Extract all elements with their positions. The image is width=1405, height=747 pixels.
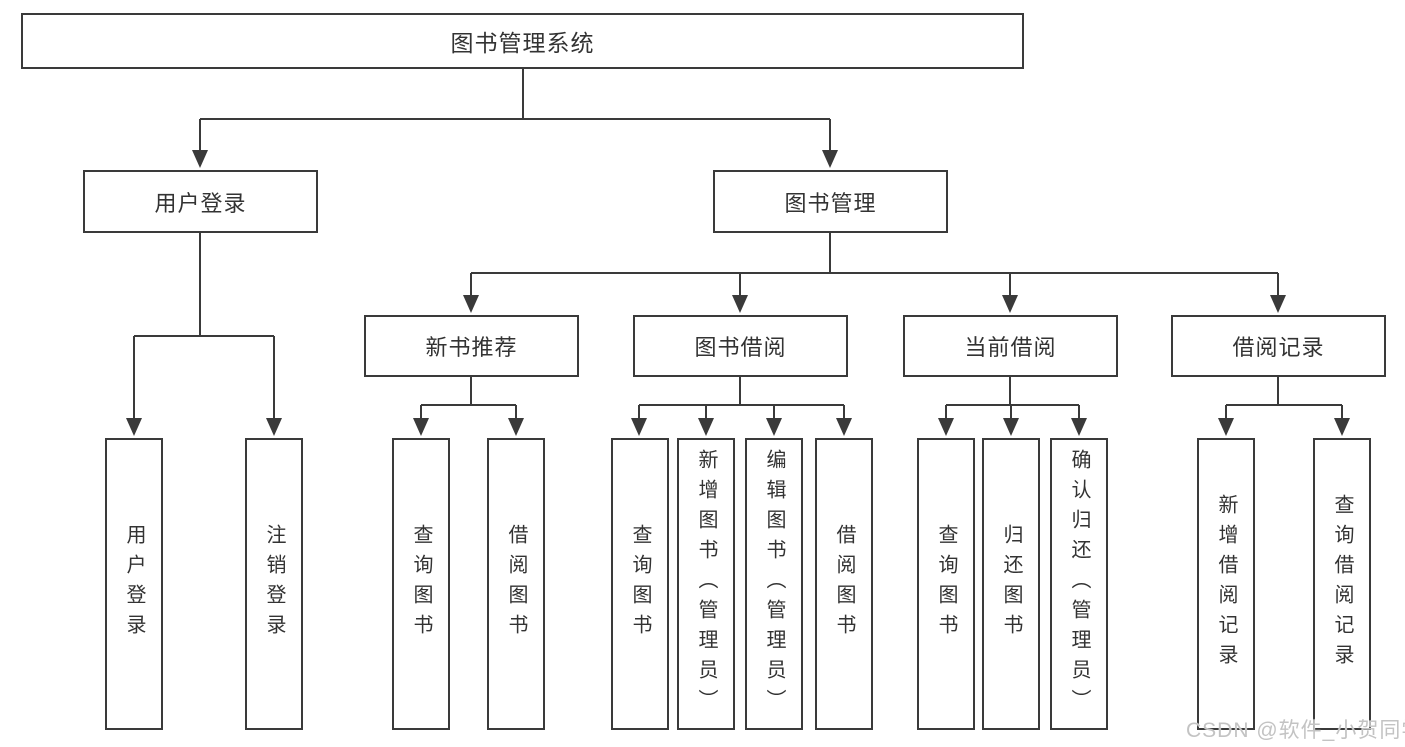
connector-root-to-level2 [199,69,831,150]
leaf-node-label: 归还图书 [1000,524,1022,644]
leaf-node-confirm-return-admin: 确认归还（管理员） [1050,438,1108,730]
level2-node-label: 用户登录 [154,190,247,216]
level3-node-label: 图书借阅 [694,335,787,360]
leaf-node-label: 新增借阅记录 [1215,494,1237,674]
leaf-node-label: 新增图书（管理员） [695,449,717,719]
leaf-node-add-borrow-record: 新增借阅记录 [1197,438,1255,730]
connector-current-borrow-to-leaves [945,377,1080,418]
connector-user-login-to-leaves [133,233,275,418]
level2-node-user-login: 用户登录 [83,170,318,233]
leaf-node-label: 用户登录 [123,524,145,644]
leaf-node-label: 查询图书 [935,524,957,644]
leaf-node-add-books-admin: 新增图书（管理员） [677,438,735,730]
leaf-node-label: 编辑图书（管理员） [763,449,785,719]
level2-node-label: 图书管理 [784,190,877,216]
level3-node-borrow-records: 借阅记录 [1171,315,1386,377]
leaf-node-return-books: 归还图书 [982,438,1040,730]
leaf-node-label: 查询图书 [410,524,432,644]
leaf-node-query-books-current: 查询图书 [917,438,975,730]
level3-node-book-borrow: 图书借阅 [633,315,848,377]
leaf-node-label: 查询借阅记录 [1331,494,1353,674]
leaf-node-label: 借阅图书 [833,524,855,644]
leaf-node-query-books-recommend: 查询图书 [392,438,450,730]
leaf-node-borrow-books-recommend: 借阅图书 [487,438,545,730]
root-node-label: 图书管理系统 [450,30,595,56]
level3-node-current-borrow: 当前借阅 [903,315,1118,377]
leaf-node-user-login: 用户登录 [105,438,163,730]
leaf-node-logout: 注销登录 [245,438,303,730]
csdn-watermark: CSDN @软件_小贺同学 [1186,719,1405,742]
leaf-node-edit-books-admin: 编辑图书（管理员） [745,438,803,730]
connector-book-mgmt-to-level3 [470,233,1279,295]
leaf-node-label: 查询图书 [629,524,651,644]
root-node-book-management-system: 图书管理系统 [21,13,1024,69]
leaf-node-borrow-books: 借阅图书 [815,438,873,730]
level3-node-label: 当前借阅 [964,335,1057,360]
level3-node-label: 借阅记录 [1232,335,1325,360]
level3-node-new-book-recommend: 新书推荐 [364,315,579,377]
level2-node-book-management: 图书管理 [713,170,948,233]
connector-book-borrow-to-leaves [638,377,845,418]
connector-borrow-records-to-leaves [1225,377,1343,418]
leaf-node-query-borrow-record: 查询借阅记录 [1313,438,1371,730]
connector-new-book-to-leaves [420,377,517,418]
leaf-node-label: 确认归还（管理员） [1068,449,1090,719]
level3-node-label: 新书推荐 [425,335,518,360]
leaf-node-query-books-borrow: 查询图书 [611,438,669,730]
leaf-node-label: 注销登录 [263,524,285,644]
leaf-node-label: 借阅图书 [505,524,527,644]
